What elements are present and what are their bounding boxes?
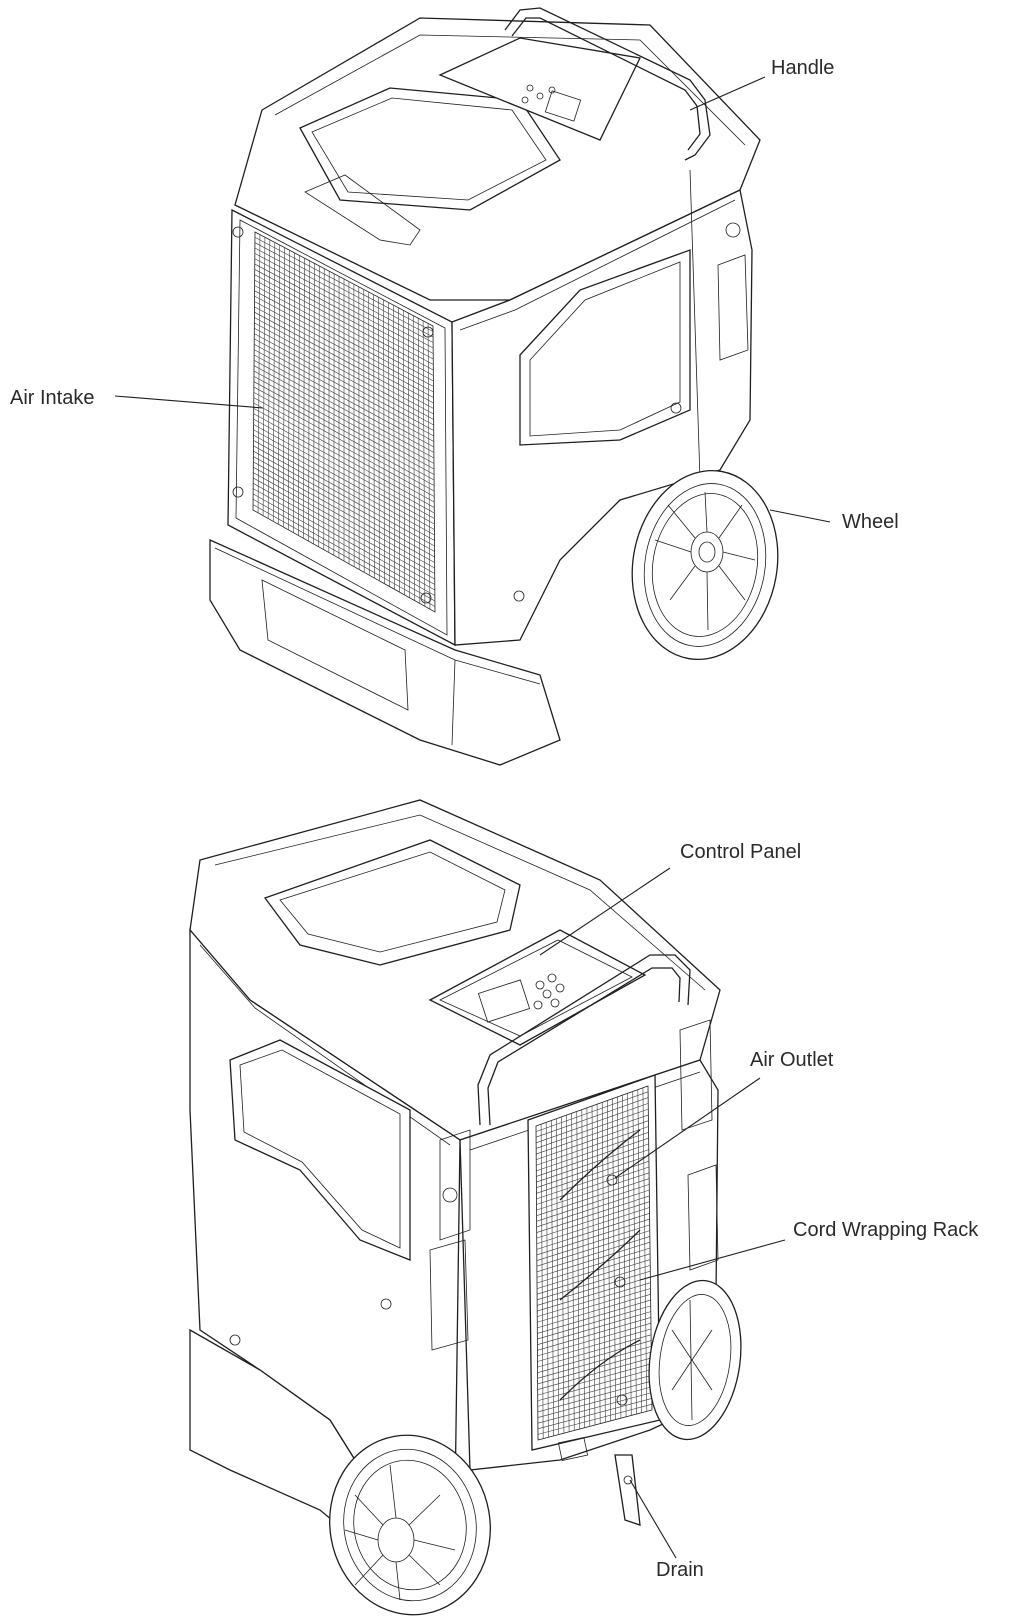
rear-left-wheel (329, 1434, 491, 1616)
cord-wrapping-rack-label: Cord Wrapping Rack (793, 1219, 979, 1241)
drain-label: Drain (656, 1559, 704, 1581)
control-panel-leader (539, 867, 671, 956)
air-intake-grille (252, 231, 436, 613)
rear-right-wheel (648, 1279, 742, 1441)
control-panel-label: Control Panel (680, 841, 802, 863)
drain-leader (629, 1479, 677, 1559)
air-intake-leader (114, 395, 264, 409)
front-unit (209, 7, 779, 766)
cord-wrapping-rack-leader (639, 1239, 786, 1281)
air-outlet-grille (527, 1074, 661, 1451)
front-wheel (631, 469, 779, 661)
air-intake-label: Air Intake (10, 387, 95, 409)
rear-control-panel (428, 929, 647, 1046)
wheel-label: Wheel (842, 511, 899, 533)
handle-leader (689, 76, 766, 111)
air-outlet-leader (614, 1077, 761, 1179)
wheel-leader (769, 509, 831, 523)
rear-unit (189, 799, 742, 1616)
air-outlet-label: Air Outlet (750, 1049, 834, 1071)
handle-label: Handle (771, 57, 835, 79)
